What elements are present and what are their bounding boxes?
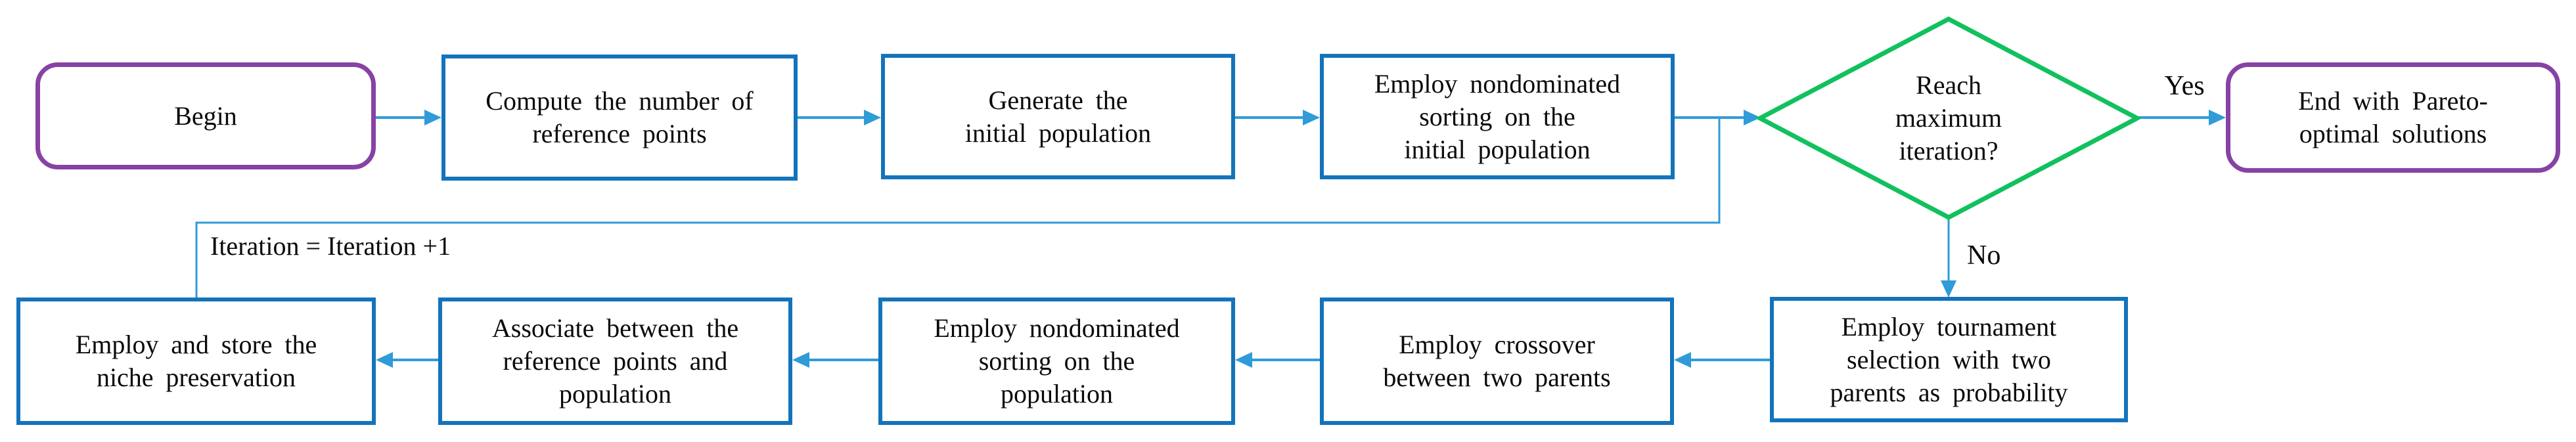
process-associate-reference-points: Associate between the reference points a… <box>438 298 792 425</box>
edge-sort-initial-to-decision <box>1675 110 1761 125</box>
reach-max-iteration-label: Reach maximum iteration? <box>1895 70 2002 166</box>
end-node: End with Pareto- optimal solutions <box>2226 62 2560 173</box>
process-crossover: Employ crossover between two parents <box>1320 298 1674 425</box>
process-sort-initial-population: Employ nondominated sorting on the initi… <box>1320 54 1675 179</box>
compute-reference-points-label: Compute the number of reference points <box>486 86 754 148</box>
begin-node: Begin <box>35 62 376 169</box>
edge-associate-to-niche <box>376 352 438 368</box>
process-sort-population: Employ nondominated sorting on the popul… <box>878 298 1235 425</box>
edge-generate-to-sort-initial <box>1235 110 1320 125</box>
decision-diamond <box>1755 16 2142 220</box>
edge-begin-to-compute <box>376 110 441 125</box>
edge-compute-to-generate <box>798 110 881 125</box>
associate-reference-points-label: Associate between the reference points a… <box>491 313 739 409</box>
decision-reach-max-iteration: Reach maximum iteration? <box>1817 62 2080 174</box>
process-tournament-selection: Employ tournament selection with two par… <box>1770 297 2128 422</box>
edge-crossover-to-sort-population <box>1235 352 1320 368</box>
no-label: No <box>1967 240 2001 271</box>
niche-preservation-label: Employ and store the niche preservation <box>75 330 317 392</box>
edge-decision-no-to-tournament <box>1941 217 1956 298</box>
edge-sort-population-to-associate <box>792 352 878 368</box>
edge-decision-yes-to-end <box>2137 110 2226 125</box>
iteration-increment-label: Iteration = Iteration +1 <box>210 231 451 261</box>
process-niche-preservation: Employ and store the niche preservation <box>16 298 376 425</box>
crossover-label: Employ crossover between two parents <box>1383 330 1611 392</box>
process-generate-initial-population: Generate the initial population <box>881 54 1235 179</box>
tournament-selection-label: Employ tournament selection with two par… <box>1830 311 2068 407</box>
edge-feedback-loop <box>195 118 1721 298</box>
sort-population-label: Employ nondominated sorting on the popul… <box>934 313 1180 409</box>
generate-initial-population-label: Generate the initial population <box>964 85 1152 148</box>
process-compute-reference-points: Compute the number of reference points <box>441 55 798 181</box>
edge-tournament-to-crossover <box>1674 352 1770 368</box>
yes-label: Yes <box>2164 71 2205 101</box>
end-label: End with Pareto- optimal solutions <box>2298 86 2488 148</box>
begin-label: Begin <box>174 100 237 131</box>
sort-initial-population-label: Employ nondominated sorting on the initi… <box>1374 68 1621 164</box>
